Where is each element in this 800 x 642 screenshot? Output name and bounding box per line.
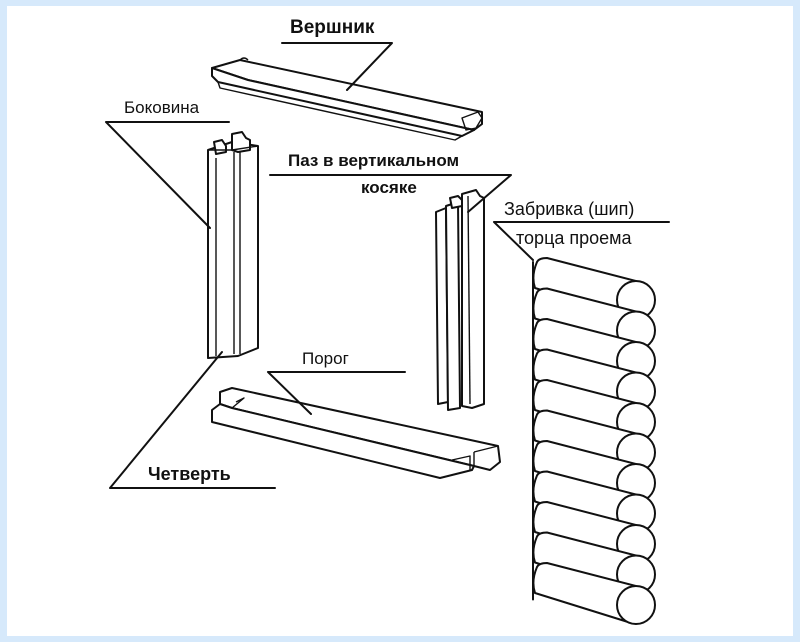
vershnik-beam [211,57,483,141]
leader-zabrivka [493,221,670,261]
log [532,562,656,625]
leader-paz [269,174,512,213]
label-zabrivka-line1: Забривка (шип) [504,199,634,219]
label-vershnik: Вершник [290,17,375,38]
porog-beam [211,387,501,479]
log [532,257,656,320]
label-porog: Порог [302,349,349,368]
log [532,409,656,473]
label-paz-line1: Паз в вертикальном [288,151,459,170]
label-paz-line2: косяке [361,178,417,197]
door-frame-diagram: Вершник Боковина Паз в вертикальном кося… [105,17,670,625]
vertical-post-groove [435,189,485,411]
label-zabrivka-line2: торца проема [516,228,633,248]
log-wall [532,257,656,625]
diagram-canvas: Вершник Боковина Паз в вертикальном кося… [7,6,793,636]
log [532,501,656,564]
bokovina-post [207,131,259,359]
leader-vershnik [281,42,393,91]
log-end-circle [616,585,656,625]
leader-bokovina [105,121,230,229]
label-bokovina: Боковина [124,98,200,117]
leader-chetvert [109,351,276,489]
leader-porog [267,371,406,415]
label-chetvert: Четверть [148,464,231,484]
